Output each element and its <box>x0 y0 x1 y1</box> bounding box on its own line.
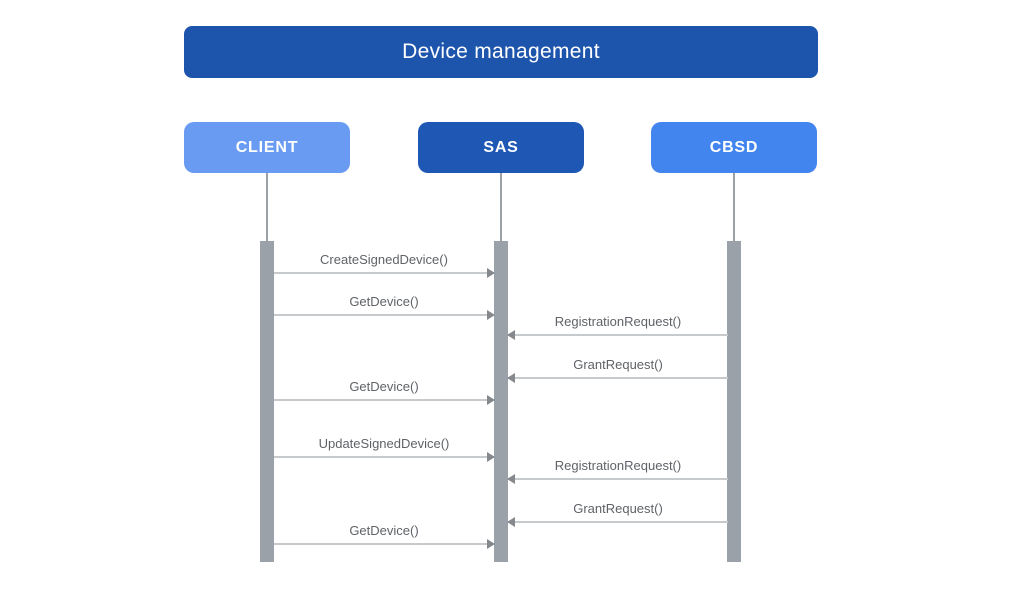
activation-bar-cbsd <box>727 241 741 562</box>
message-registration-request-2: RegistrationRequest() <box>507 457 728 484</box>
arrowhead-left-icon <box>507 474 515 484</box>
activation-bar-sas <box>494 241 508 562</box>
message-create-signed-device: CreateSignedDevice() <box>274 251 495 278</box>
arrowhead-right-icon <box>487 539 495 549</box>
diagram-title: Device management <box>184 26 818 78</box>
arrowhead-right-icon <box>487 452 495 462</box>
message-label: GrantRequest() <box>573 357 663 372</box>
activation-bar-client <box>260 241 274 562</box>
message-label: RegistrationRequest() <box>554 458 682 473</box>
arrowhead-right-icon <box>487 395 495 405</box>
actor-box-sas: SAS <box>418 122 584 173</box>
message-label: RegistrationRequest() <box>554 314 682 329</box>
message-grant-request-1: GrantRequest() <box>507 356 728 383</box>
message-arrow <box>507 517 728 527</box>
message-label: CreateSignedDevice() <box>320 252 448 267</box>
arrowhead-right-icon <box>487 268 495 278</box>
message-grant-request-2: GrantRequest() <box>507 500 728 527</box>
actor-box-client: CLIENT <box>184 122 350 173</box>
lifeline-cbsd <box>733 173 735 241</box>
arrowhead-left-icon <box>507 373 515 383</box>
lifeline-client <box>266 173 268 241</box>
message-registration-request-1: RegistrationRequest() <box>507 313 728 340</box>
message-label: GetDevice() <box>349 523 419 538</box>
message-label: GetDevice() <box>349 294 419 309</box>
message-label: UpdateSignedDevice() <box>318 436 450 451</box>
message-arrow <box>274 395 495 405</box>
arrowhead-left-icon <box>507 330 515 340</box>
message-arrow <box>274 452 495 462</box>
message-update-signed-device: UpdateSignedDevice() <box>274 435 495 462</box>
message-get-device-1: GetDevice() <box>274 293 495 320</box>
message-arrow <box>274 539 495 549</box>
arrowhead-right-icon <box>487 310 495 320</box>
message-arrow <box>274 310 495 320</box>
message-arrow <box>507 474 728 484</box>
arrowhead-left-icon <box>507 517 515 527</box>
actor-box-cbsd: CBSD <box>651 122 817 173</box>
message-arrow <box>274 268 495 278</box>
lifeline-sas <box>500 173 502 241</box>
message-get-device-3: GetDevice() <box>274 522 495 549</box>
message-label: GrantRequest() <box>573 501 663 516</box>
message-arrow <box>507 330 728 340</box>
message-label: GetDevice() <box>349 379 419 394</box>
message-get-device-2: GetDevice() <box>274 378 495 405</box>
message-arrow <box>507 373 728 383</box>
